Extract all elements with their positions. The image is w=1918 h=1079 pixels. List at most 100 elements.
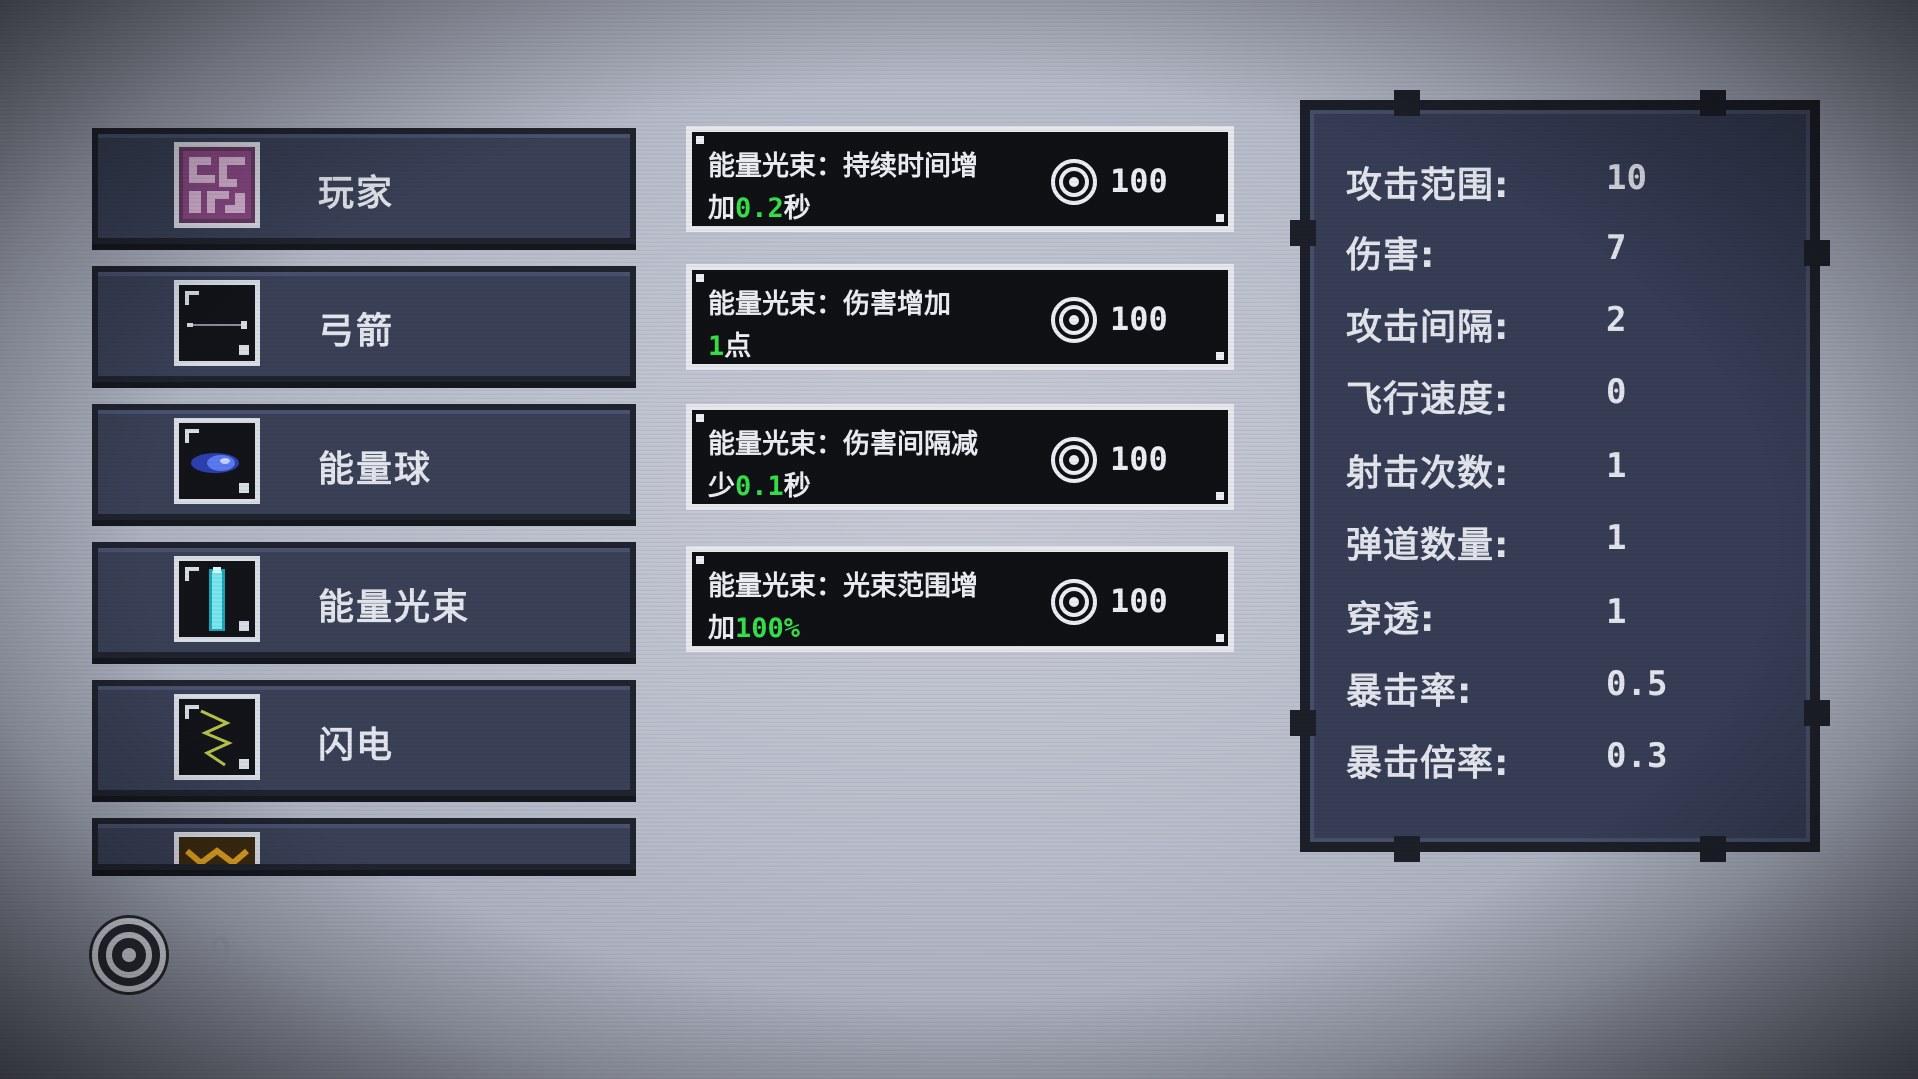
card-corner <box>1216 352 1224 360</box>
stat-attack-interval: 攻击间隔: 2 <box>1346 298 1786 358</box>
card-corner <box>696 556 704 564</box>
partial-graphic <box>185 847 249 864</box>
upgrade-cost: 100 <box>1110 582 1168 620</box>
card-corner <box>1216 634 1224 642</box>
upgrade-line1: 能量光束：伤害增加 <box>708 289 951 320</box>
card-corner <box>1216 214 1224 222</box>
panel-rivet <box>1290 220 1316 246</box>
upgrade-line1: 能量光束：伤害间隔减 <box>708 429 978 460</box>
upgrade-value: 0.2 <box>735 193 784 224</box>
stat-attack-range: 攻击范围: 10 <box>1346 156 1786 216</box>
stats-panel: 攻击范围: 10 伤害: 7 攻击间隔: 2 飞行速度: 0 射击次数: 1 弹… <box>1290 90 1830 862</box>
upgrade-unit: 秒 <box>783 471 811 502</box>
upgrade-text: 少 <box>708 471 735 502</box>
category-lightning[interactable]: 闪电 <box>92 680 636 796</box>
panel-rivet <box>1394 90 1420 116</box>
upgrade-description: 能量光束：伤害增加 1点 <box>708 284 1038 368</box>
upgrade-card[interactable]: 能量光束：持续时间增 加0.2秒 100 <box>686 126 1234 232</box>
category-label: 玩家 <box>318 173 395 214</box>
stat-label: 弹道数量: <box>1346 525 1510 566</box>
stat-value: 0 <box>1606 372 1627 412</box>
stat-label: 穿透: <box>1346 599 1436 640</box>
lightning-graphic <box>200 709 233 767</box>
stat-crit-rate: 暴击率: 0.5 <box>1346 662 1786 722</box>
upgrade-value: 0.1 <box>735 471 784 502</box>
category-energy-beam[interactable]: 能量光束 <box>92 542 636 658</box>
maze-icon-graphic <box>183 151 251 219</box>
upgrade-value: 100% <box>735 613 801 644</box>
upgrade-cost: 100 <box>1110 162 1168 200</box>
card-corner <box>696 414 704 422</box>
maze-icon <box>174 142 260 228</box>
upgrade-card[interactable]: 能量光束：伤害间隔减 少0.1秒 100 <box>686 404 1234 510</box>
target-coin-icon <box>89 915 169 995</box>
upgrade-card[interactable]: 能量光束：光束范围增 加100% 100 <box>686 546 1234 652</box>
target-coin-icon <box>1051 159 1097 205</box>
upgrade-text: 加 <box>708 193 735 224</box>
target-coin-icon <box>1051 437 1097 483</box>
upgrade-description: 能量光束：持续时间增 加0.2秒 <box>708 146 1038 230</box>
panel-rivet <box>1700 90 1726 116</box>
orb-graphic <box>191 453 239 473</box>
upgrade-cost: 100 <box>1110 440 1168 478</box>
stat-label: 飞行速度: <box>1346 379 1510 420</box>
stat-value: 1 <box>1606 518 1627 558</box>
stat-value: 1 <box>1606 446 1627 486</box>
bow-graphic <box>187 321 247 329</box>
stat-value: 7 <box>1606 228 1627 268</box>
upgrade-line2: 加100% <box>708 608 1038 650</box>
stat-label: 攻击范围: <box>1346 165 1510 206</box>
energy-orb-icon <box>174 418 260 504</box>
category-label: 闪电 <box>318 725 395 766</box>
category-partial[interactable] <box>92 818 636 870</box>
upgrade-value: 1 <box>708 331 725 362</box>
stat-value: 1 <box>1606 592 1627 632</box>
stat-damage: 伤害: 7 <box>1346 226 1786 286</box>
category-bow[interactable]: 弓箭 <box>92 266 636 382</box>
lightning-icon <box>174 694 260 780</box>
stat-flight-speed: 飞行速度: 0 <box>1346 370 1786 430</box>
upgrade-line2: 加0.2秒 <box>708 188 1038 230</box>
stat-crit-multiplier: 暴击倍率: 0.3 <box>1346 734 1786 794</box>
category-energy-orb[interactable]: 能量球 <box>92 404 636 520</box>
bow-icon <box>174 280 260 366</box>
upgrade-description: 能量光束：光束范围增 加100% <box>708 566 1038 650</box>
category-label: 能量球 <box>318 449 433 490</box>
upgrade-unit: 点 <box>724 331 752 362</box>
beam-graphic <box>209 567 225 631</box>
upgrade-description: 能量光束：伤害间隔减 少0.1秒 <box>708 424 1038 508</box>
panel-rivet <box>1700 836 1726 862</box>
partial-item-icon <box>174 832 260 864</box>
panel-rivet <box>1290 710 1316 736</box>
panel-rivet <box>1804 700 1830 726</box>
upgrade-line2: 1点 <box>708 326 1038 368</box>
stat-label: 伤害: <box>1346 235 1436 276</box>
category-label: 能量光束 <box>318 587 471 628</box>
upgrade-line2: 少0.1秒 <box>708 466 1038 508</box>
upgrade-cost: 100 <box>1110 300 1168 338</box>
upgrade-text: 加 <box>708 613 735 644</box>
upgrade-card[interactable]: 能量光束：伤害增加 1点 100 <box>686 264 1234 370</box>
stat-shot-count: 射击次数: 1 <box>1346 444 1786 504</box>
card-corner <box>696 274 704 282</box>
energy-beam-icon <box>174 556 260 642</box>
stat-label: 攻击间隔: <box>1346 307 1510 348</box>
upgrade-unit: 秒 <box>783 193 811 224</box>
stat-value: 10 <box>1606 158 1647 198</box>
stat-projectile-count: 弹道数量: 1 <box>1346 516 1786 576</box>
target-coin-icon <box>1051 297 1097 343</box>
upgrade-line1: 能量光束：持续时间增 <box>708 151 978 182</box>
stat-label: 暴击倍率: <box>1346 743 1510 784</box>
card-corner <box>696 136 704 144</box>
stat-label: 暴击率: <box>1346 671 1473 712</box>
stat-pierce: 穿透: 1 <box>1346 590 1786 650</box>
stat-value: 2 <box>1606 300 1627 340</box>
category-player[interactable]: 玩家 <box>92 128 636 244</box>
currency-amount: 0 <box>208 930 233 976</box>
stat-value: 0.3 <box>1606 736 1668 776</box>
panel-rivet <box>1804 240 1830 266</box>
stat-label: 射击次数: <box>1346 453 1510 494</box>
stat-value: 0.5 <box>1606 664 1668 704</box>
target-coin-icon <box>1051 579 1097 625</box>
